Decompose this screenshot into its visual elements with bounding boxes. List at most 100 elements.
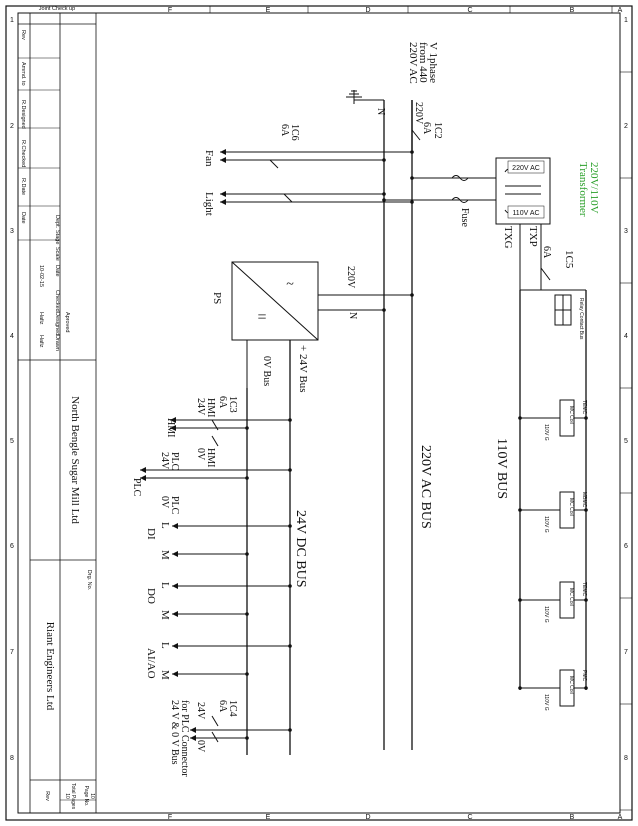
row-marker: 2 xyxy=(624,123,628,130)
relay-coil xyxy=(559,669,575,707)
relay-ground-label: 110V G xyxy=(543,424,549,441)
io-module-label: AI/AO xyxy=(145,648,157,679)
outer-border xyxy=(5,5,633,821)
column-marker: F xyxy=(168,7,172,14)
row-marker: 4 xyxy=(624,333,628,340)
column-marker: D xyxy=(365,814,370,821)
fan-label: Fan xyxy=(203,150,215,167)
info-label: Checked xyxy=(54,290,60,312)
connector-0v-label: 0V xyxy=(195,740,206,753)
total-pages-label: Total Pages xyxy=(70,783,76,810)
rev-field-label: R.Date xyxy=(20,178,26,195)
l-terminal-label: L xyxy=(159,582,171,589)
l-terminal-label: L xyxy=(159,642,171,649)
breaker-1c2-voltage: 220V xyxy=(413,102,424,125)
row-marker: 6 xyxy=(10,543,14,550)
info-label: Stage xyxy=(54,230,60,244)
info-value: 10-02-15 xyxy=(38,265,44,287)
info-value: Hafiz xyxy=(38,335,44,348)
bus-24dc-label: 24V DC BUS xyxy=(293,510,308,588)
zero-v-bus-label: 0V Bus xyxy=(261,356,272,386)
breaker-1c5-name: 1C5 xyxy=(563,250,575,269)
bus-110-label: 110V BUS xyxy=(494,438,509,499)
info-label: Drawn xyxy=(54,335,60,351)
row-marker: 6 xyxy=(624,543,628,550)
txp-label: TXP xyxy=(527,226,539,247)
rev-field-label: Date xyxy=(20,212,26,224)
relay-coil-label: MC Coil xyxy=(568,498,574,516)
row-marker: 3 xyxy=(10,228,14,235)
row-marker: 5 xyxy=(624,438,628,445)
io-module-label: DO xyxy=(145,588,157,604)
page-label: Page No. xyxy=(83,786,89,807)
fan-light-circuit: 6A 1C6 Fan Light xyxy=(203,124,414,216)
row-marker: 8 xyxy=(10,755,14,762)
rev-field-label: R.Checked xyxy=(20,140,26,167)
row-marker: 8 xyxy=(624,755,628,762)
relay-coil xyxy=(559,491,575,529)
m-terminal-label: M xyxy=(159,610,171,620)
hmi-0v-label: 0VHMI xyxy=(195,448,216,467)
relay-ground-label: 110V G xyxy=(543,694,549,711)
joint-check-label: Joint Check up xyxy=(39,6,75,12)
breaker-1c4-name: 1C4 xyxy=(227,700,238,717)
info-label: Designed xyxy=(54,312,60,335)
rev-field-label: Rev xyxy=(20,30,26,40)
plc-24v-label: 24VPLC xyxy=(159,452,180,471)
inner-border xyxy=(17,12,621,814)
relay-coil xyxy=(559,399,575,437)
breaker-1c4-rating: 6A xyxy=(217,700,228,713)
info-label: Date xyxy=(54,265,60,277)
hmi-24v-label: 24VHMI xyxy=(195,398,216,417)
row-marker: 1 xyxy=(624,17,628,24)
neutral-label: N xyxy=(375,108,386,115)
relay-contact-bus-label: Relay Contact Bus xyxy=(578,298,584,340)
dc-symbol: = xyxy=(257,309,266,326)
relay-contact-label: PMC xyxy=(581,670,587,682)
ac-symbol: ~ xyxy=(286,277,294,292)
column-marker: E xyxy=(266,814,271,821)
breaker-1c3-rating: 6A xyxy=(217,396,228,409)
column-marker: E xyxy=(266,7,271,14)
engineer-name: Riant Engineers Ltd xyxy=(44,622,56,711)
relay-coil-label: MC Coil xyxy=(568,588,574,606)
info-value: Hafiz xyxy=(38,312,44,325)
row-marker: 2 xyxy=(10,123,14,130)
page-value: 10 xyxy=(89,793,95,799)
light-label: Light xyxy=(203,192,215,216)
row-marker: 1 xyxy=(10,17,14,24)
row-marker: 4 xyxy=(10,333,14,340)
power-supply: ~ = PS 220V N + 24V Bus 0V Bus xyxy=(211,261,414,393)
plc-connector-circuit: 6A 1C4 24V 0V 24 V & 0 V Busfor PLC Conn… xyxy=(169,700,292,777)
company-name: North Bengle Sugar Mill Ltd xyxy=(69,396,81,524)
ps-input-neutral: N xyxy=(347,312,358,319)
breaker-1c5-rating: 6A xyxy=(541,246,552,259)
ps-label: PS xyxy=(211,292,223,304)
plc-0v-label: 0VPLC xyxy=(159,496,180,515)
relay-ground-label: 110V G xyxy=(543,516,549,533)
m-terminal-label: M xyxy=(159,550,171,560)
breaker-1c2: 220V 6A 1C2 xyxy=(411,102,443,141)
relay-ground-label: 110V G xyxy=(543,606,549,623)
drawing-number-label: Drg. No. xyxy=(86,570,92,591)
column-marker: B xyxy=(570,7,575,14)
info-label: Dept. xyxy=(54,215,60,229)
io-module-label: DI xyxy=(145,528,157,540)
transformer-title: Transformer220V/110V xyxy=(577,162,600,217)
column-marker: D xyxy=(365,7,370,14)
fuse-label: Fuse xyxy=(459,208,470,227)
relay-contact-bus: Relay Contact Bus xyxy=(554,294,584,340)
breaker-1c3-name: 1C3 xyxy=(227,396,238,413)
column-marker: B xyxy=(570,814,575,821)
relay-coil-label: MC Coil xyxy=(568,406,574,424)
row-marker: 7 xyxy=(624,649,628,656)
plus-24v-bus-label: + 24V Bus xyxy=(297,345,309,393)
l-terminal-label: L xyxy=(159,522,171,529)
transformer-primary-label: 220V AC xyxy=(512,165,540,172)
breaker-1c6-name: 1C6 xyxy=(289,124,300,141)
